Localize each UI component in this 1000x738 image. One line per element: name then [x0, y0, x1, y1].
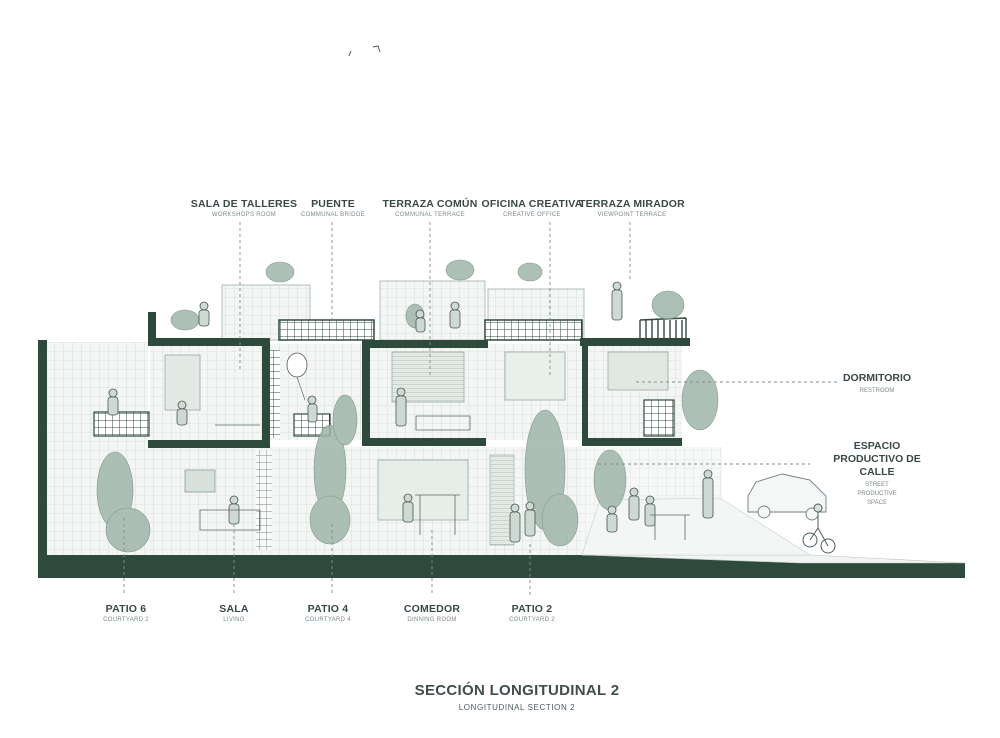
- label-main: PATIO 4: [307, 603, 349, 615]
- label-courtyard-2: PATIO 2 COURTYARD 2: [509, 603, 555, 623]
- label-sub: COURTYARD 2: [509, 617, 555, 623]
- label-main: COMEDOR: [403, 603, 461, 615]
- label-communal-terrace: TERRAZA COMÚN COMMUNAL TERRACE: [383, 198, 478, 218]
- label-dormitory: DORMITORIO RESTROOM: [836, 372, 918, 396]
- label-main: PATIO 2: [511, 603, 553, 615]
- structure-slabs: [38, 312, 965, 578]
- label-sub: STREET PRODUCTIVE SPACE: [857, 482, 897, 506]
- drawing-title: SECCIÓN LONGITUDINAL 2: [414, 682, 620, 699]
- people: [107, 281, 714, 543]
- label-workshops-room: SALA DE TALLERES WORKSHOPS ROOM: [191, 198, 297, 218]
- label-living: SALA LIVING: [219, 603, 248, 623]
- label-courtyard-4: PATIO 4 COURTYARD 4: [305, 603, 351, 623]
- leader-lines: [123, 222, 840, 596]
- dormitory-window: [607, 351, 669, 391]
- dormitory-balcony-rail: [643, 399, 675, 437]
- label-creative-office: OFICINA CREATIVA CREATIVE OFFICE: [481, 198, 582, 218]
- label-main: DORMITORIO: [842, 372, 912, 384]
- bicycle: [802, 503, 836, 554]
- top-marks: [348, 45, 381, 57]
- label-sub: VIEWPOINT TERRACE: [597, 212, 667, 218]
- label-viewpoint-terrace: TERRAZA MIRADOR VIEWPOINT TERRACE: [579, 198, 685, 218]
- office-railing: [484, 319, 583, 341]
- office-window: [504, 351, 566, 401]
- label-main: TERRAZA MIRADOR: [579, 198, 685, 210]
- label-sub: WORKSHOPS ROOM: [211, 212, 277, 218]
- plants: [96, 259, 719, 553]
- label-sub: RESTROOM: [859, 388, 895, 394]
- label-dining-room: COMEDOR DINNING ROOM: [404, 603, 460, 623]
- living-lattice: [256, 450, 272, 550]
- living-tv: [184, 469, 216, 493]
- viewpoint-railing: [639, 317, 687, 340]
- balloon: [286, 352, 308, 401]
- label-sub: COURTYARD 2: [103, 617, 149, 623]
- label-sub: LIVING: [223, 617, 245, 623]
- label-sub: COMMUNAL TERRACE: [395, 212, 465, 218]
- label-main: SALA: [219, 603, 249, 615]
- label-main: TERRAZA COMÚN: [382, 198, 478, 210]
- living-room: [150, 447, 276, 555]
- label-main: SALA DE TALLERES: [190, 198, 298, 210]
- label-street-productive-space: ESPACIO PRODUCTIVO DE CALLE STREET PRODU…: [818, 440, 936, 508]
- drawing-subtitle: LONGITUDINAL SECTION 2: [458, 703, 576, 712]
- label-main: ESPACIO PRODUCTIVO DE CALLE: [833, 440, 921, 478]
- upper-volume-mid: [379, 280, 486, 341]
- car: [747, 473, 827, 521]
- bridge-railing: [278, 319, 375, 341]
- label-sub: COMMUNAL BRIDGE: [301, 212, 365, 218]
- label-main: OFICINA CREATIVA: [481, 198, 583, 210]
- dining-window: [377, 459, 469, 521]
- label-main: PUENTE: [311, 198, 355, 210]
- label-sub: DINNING ROOM: [407, 617, 457, 623]
- bridge-lattice: [270, 350, 280, 438]
- furniture: [199, 415, 690, 540]
- label-sub: CREATIVE OFFICE: [503, 212, 561, 218]
- left-boundary-wall: [38, 340, 47, 565]
- label-communal-bridge: PUENTE COMMUNAL BRIDGE: [301, 198, 365, 218]
- label-sub: COURTYARD 4: [305, 617, 351, 623]
- label-courtyard-6: PATIO 6 COURTYARD 2: [103, 603, 149, 623]
- label-main: PATIO 6: [105, 603, 147, 615]
- courtyard-balcony: [93, 411, 150, 437]
